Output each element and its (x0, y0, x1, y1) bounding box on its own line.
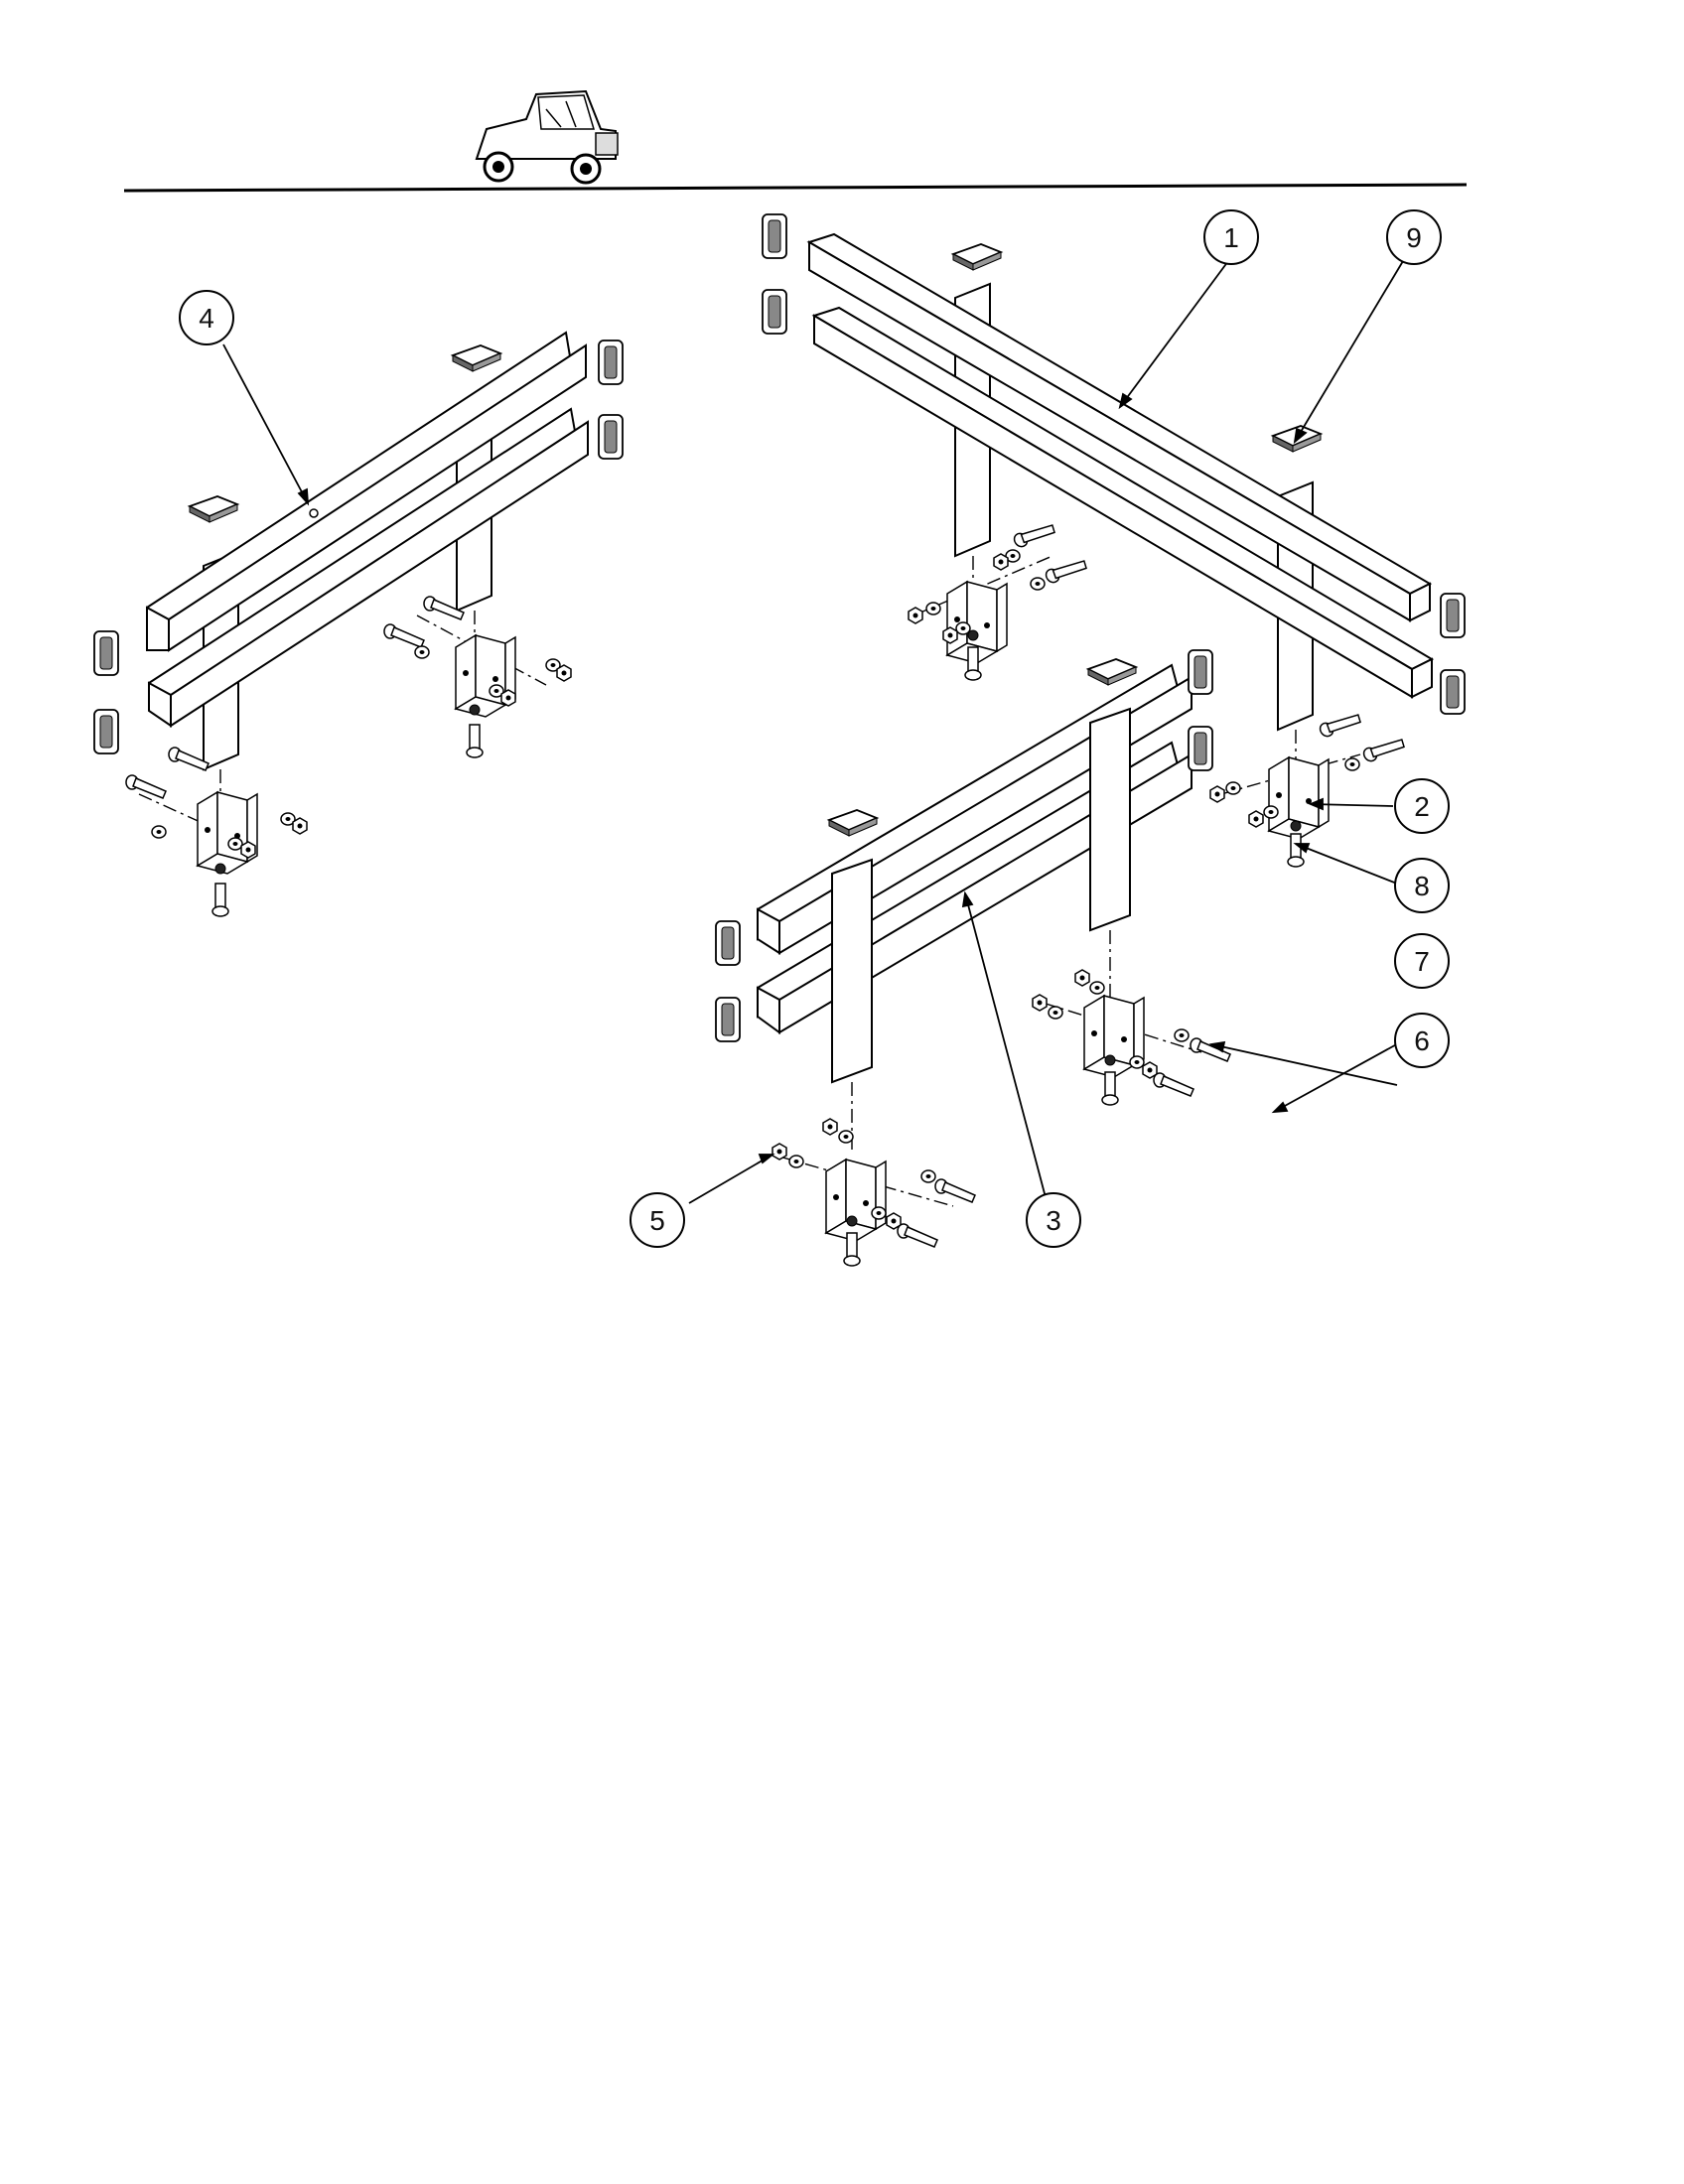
vehicle-icon (475, 89, 619, 185)
header-rule (123, 183, 1468, 193)
assembly-left (93, 331, 624, 917)
set-screw-4 (309, 508, 319, 518)
svg-text:8: 8 (1414, 871, 1430, 901)
callout-5: 5 (630, 1192, 685, 1248)
assembly-lower (715, 649, 1231, 1267)
callout-3: 3 (1026, 1192, 1081, 1248)
svg-text:4: 4 (199, 303, 214, 334)
svg-text:9: 9 (1406, 222, 1422, 253)
svg-text:2: 2 (1414, 791, 1430, 822)
callout-9: 9 (1386, 209, 1442, 265)
callout-1: 1 (1203, 209, 1259, 265)
svg-text:1: 1 (1223, 222, 1239, 253)
callout-6: 6 (1394, 1013, 1450, 1068)
leader-lines (222, 260, 1404, 1204)
callout-2: 2 (1394, 778, 1450, 834)
svg-text:3: 3 (1046, 1205, 1061, 1236)
callout-7: 7 (1394, 933, 1450, 989)
assembly-upper-right (762, 213, 1466, 868)
callout-4: 4 (179, 290, 234, 345)
svg-text:6: 6 (1414, 1025, 1430, 1056)
callout-8: 8 (1394, 858, 1450, 913)
svg-text:5: 5 (649, 1205, 665, 1236)
svg-text:7: 7 (1414, 946, 1430, 977)
